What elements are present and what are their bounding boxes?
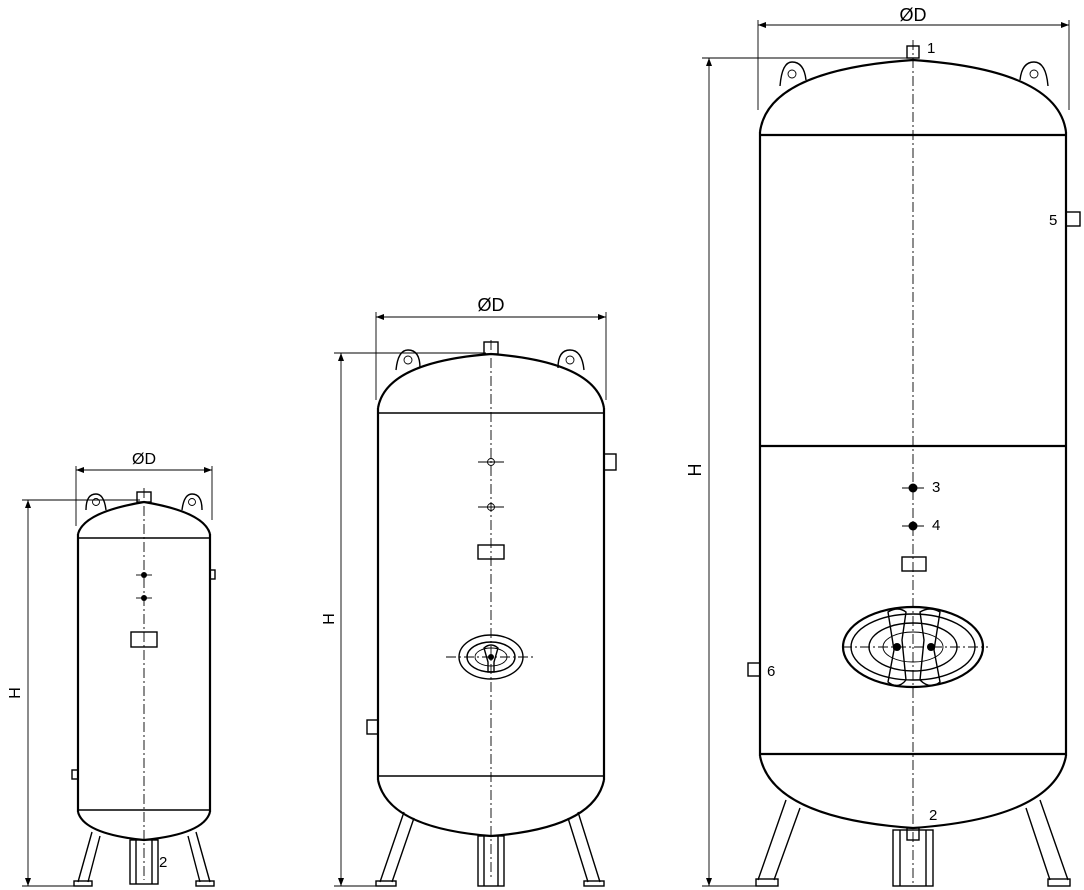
large-nozzle-4-label: 4 (932, 517, 940, 534)
large-vessel: ØD H 1 5 6 3 4 (685, 5, 1081, 887)
medium-vessel: ØD H (321, 295, 617, 887)
large-nozzle-5-label: 5 (1049, 212, 1057, 229)
small-height-label: H (7, 687, 24, 699)
large-diameter-label: ØD (900, 5, 927, 25)
small-vessel: ØD H (7, 451, 216, 887)
large-height-label: H (685, 464, 705, 477)
large-nozzle-1-label: 1 (927, 40, 935, 57)
large-nozzle-6-label: 6 (767, 663, 775, 680)
medium-height-label: H (321, 613, 338, 625)
large-nozzle-2-label: 2 (929, 807, 937, 824)
large-nozzle-3-label: 3 (932, 479, 940, 496)
small-nozzle-2-label: 2 (159, 854, 167, 871)
medium-diameter-label: ØD (478, 295, 505, 315)
small-diameter-label: ØD (132, 451, 156, 468)
